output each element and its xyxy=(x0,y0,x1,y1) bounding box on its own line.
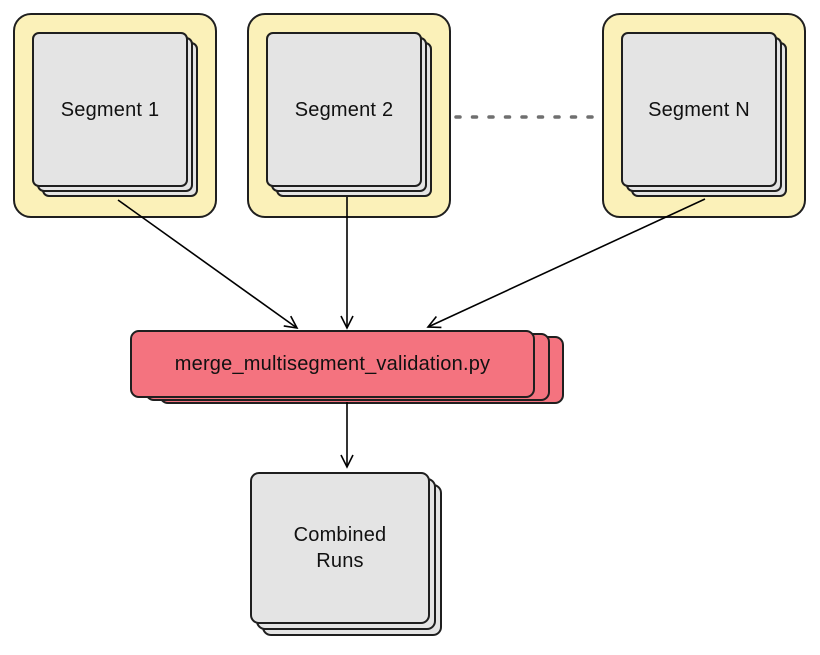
node-segment-1-frame[interactable]: Segment 1 xyxy=(13,13,217,218)
node-segment-2-frame[interactable]: Segment 2 xyxy=(247,13,451,218)
segment-1-card-stack: Segment 1 xyxy=(32,32,198,197)
segment-2-card[interactable]: Segment 2 xyxy=(266,32,422,187)
combined-runs-label: Combined Runs xyxy=(293,524,387,572)
combined-runs-card[interactable]: Combined Runs xyxy=(250,472,430,624)
segment-1-card[interactable]: Segment 1 xyxy=(32,32,188,187)
node-segment-n-frame[interactable]: Segment N xyxy=(602,13,806,218)
merge-script-label: merge_multisegment_validation.py xyxy=(174,353,491,375)
edge-segment1-to-merge xyxy=(117,199,299,330)
segment-n-label: Segment N xyxy=(648,98,750,121)
edge-segmentn-to-merge xyxy=(426,198,706,329)
segment-2-card-stack: Segment 2 xyxy=(266,32,432,197)
node-combined-runs-stack[interactable]: Combined Runs xyxy=(250,472,444,638)
segment-n-card[interactable]: Segment N xyxy=(621,32,777,187)
segment-n-card-stack: Segment N xyxy=(621,32,787,197)
merge-script-card[interactable]: merge_multisegment_validation.py xyxy=(130,330,535,398)
node-merge-script-stack[interactable]: merge_multisegment_validation.py xyxy=(130,330,567,406)
segment-2-label: Segment 2 xyxy=(294,98,394,121)
segment-1-label: Segment 1 xyxy=(60,98,160,121)
